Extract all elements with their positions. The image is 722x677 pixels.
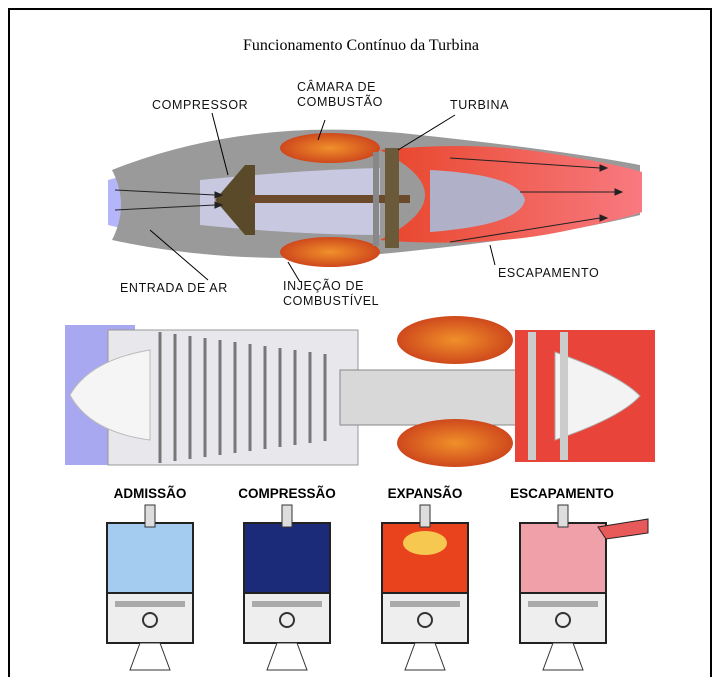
piston-stages — [107, 505, 648, 670]
label-injecao-line1: INJEÇÃO DE — [283, 279, 364, 294]
turbine-stage-1 — [528, 332, 536, 460]
middle-engine — [65, 316, 655, 467]
engine-core — [340, 370, 520, 425]
piston-escapamento — [520, 505, 648, 670]
turbine-stator — [373, 152, 379, 246]
label-camara-line2: COMBUSTÃO — [297, 95, 383, 110]
stage-label-admissao: ADMISSÃO — [80, 486, 220, 501]
combustion-chamber-bottom-2 — [397, 419, 513, 467]
turbine-disk — [385, 148, 399, 248]
turbine-stage-2 — [560, 332, 568, 460]
piston-expansao — [382, 505, 468, 670]
label-turbina: TURBINA — [450, 98, 509, 113]
label-injecao-line2: COMBUSTÍVEL — [283, 294, 379, 309]
stage-label-escapamento: ESCAPAMENTO — [492, 486, 632, 501]
label-escapamento: ESCAPAMENTO — [498, 266, 599, 281]
combustion-chamber-top — [280, 133, 380, 163]
stage-label-expansao: EXPANSÃO — [355, 486, 495, 501]
top-engine — [108, 113, 642, 282]
label-entrada-de-ar: ENTRADA DE AR — [120, 281, 228, 296]
piston-compressao — [244, 505, 330, 670]
piston-admissao — [107, 505, 193, 670]
label-compressor: COMPRESSOR — [152, 98, 248, 113]
stage-label-compressao: COMPRESSÃO — [217, 486, 357, 501]
combustion-chamber-bottom — [280, 237, 380, 267]
label-camara-line1: CÂMARA DE — [297, 80, 376, 95]
combustion-chamber-top-2 — [397, 316, 513, 364]
